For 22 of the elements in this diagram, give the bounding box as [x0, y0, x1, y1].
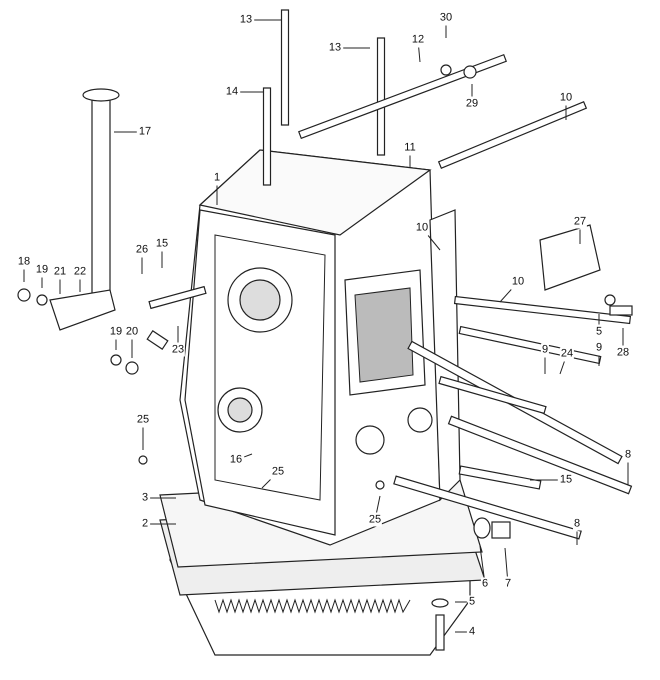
leader-line [244, 454, 252, 458]
callout-number: 9 [540, 344, 550, 356]
leader-line [418, 47, 420, 62]
callout-number: 24 [560, 348, 574, 360]
leader-line [262, 479, 271, 488]
leader-line [598, 314, 600, 325]
leader-line [598, 355, 600, 366]
leader-line [480, 546, 485, 577]
leader-line [504, 548, 508, 577]
leader-line [428, 235, 440, 250]
leader-line [500, 289, 512, 302]
callout-number: 8 [572, 518, 582, 530]
callout-number: 23 [170, 344, 186, 356]
callout-number: 25 [368, 514, 382, 526]
callout-number: 27 [572, 216, 588, 228]
leader-line [216, 185, 218, 206]
leader-line [544, 357, 546, 374]
leader-line [142, 427, 144, 450]
leader-line [622, 328, 624, 346]
leader-line [576, 531, 578, 546]
leader-line [560, 361, 565, 374]
leader-line [376, 496, 380, 513]
